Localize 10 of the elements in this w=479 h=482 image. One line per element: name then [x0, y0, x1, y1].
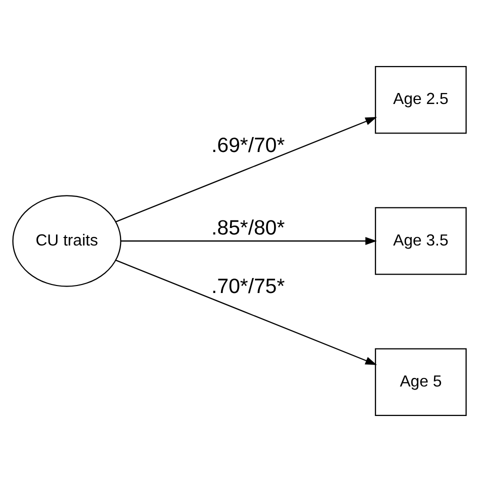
node-box: Age 5: [374, 348, 467, 416]
arrow: [121, 236, 377, 246]
node-box: Age 3.5: [374, 207, 467, 275]
node-ellipse: CU traits: [12, 195, 122, 287]
arrow: [116, 260, 377, 365]
edge-label: .69*/70*: [211, 134, 285, 157]
node-box: Age 2.5: [374, 66, 467, 134]
arrow: [116, 117, 377, 222]
edge-label: .85*/80*: [211, 216, 285, 240]
edge-label: .70*/75*: [211, 275, 285, 298]
